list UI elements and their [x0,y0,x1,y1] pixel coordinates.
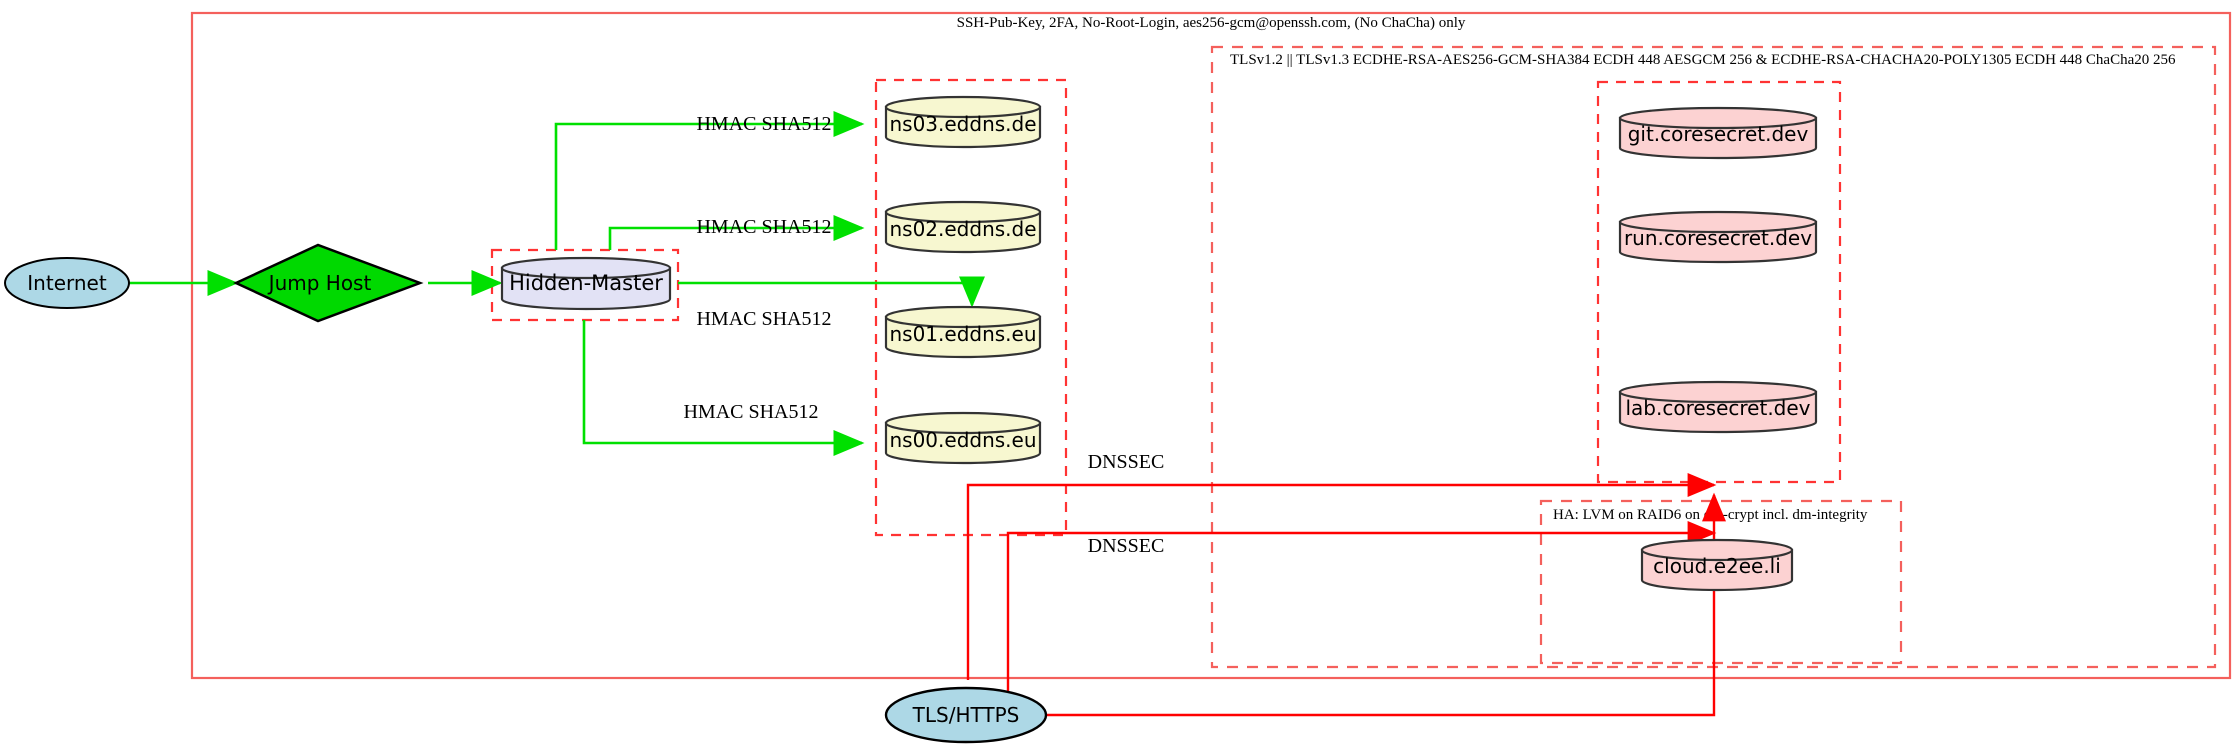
node-cloud-e2ee[interactable]: cloud.e2ee.li [1640,538,1794,592]
edge-label-hmac-ns03: HMAC SHA512 [696,113,831,135]
node-ns00[interactable]: ns00.eddns.eu [884,411,1042,465]
ns02-cylinder-top [884,200,1042,224]
jump-host-diamond-shape [233,243,424,323]
git-cylinder-body [1618,116,1818,160]
node-ns02[interactable]: ns02.eddns.de [884,200,1042,254]
ns01-cylinder-body [884,315,1042,359]
ns00-cylinder-body [884,421,1042,465]
git-cylinder-top [1618,106,1818,130]
node-hidden-master[interactable]: Hidden-Master [500,256,672,311]
cluster-ha-boundary-label: HA: LVM on RAID6 on dm-crypt incl. dm-in… [1553,507,1868,523]
edge-label-dnssec-upper: DNSSEC [1088,451,1165,473]
node-internet-label: Internet [27,271,107,295]
node-ns01-label: ns01.eddns.eu [889,322,1036,346]
node-run-coresecret[interactable]: run.coresecret.dev [1618,210,1818,264]
node-git-coresecret[interactable]: git.coresecret.dev [1618,106,1818,160]
edge-label-hmac-ns00: HMAC SHA512 [683,401,818,423]
ns01-cylinder-top [884,305,1042,329]
node-git-coresecret-label: git.coresecret.dev [1628,122,1809,146]
cluster-ssh-boundary: SSH-Pub-Key, 2FA, No-Root-Login, aes256-… [190,11,2232,680]
node-ns02-label: ns02.eddns.de [889,217,1036,241]
edge-tlshttps-to-boundary [1046,492,1726,717]
cluster-coresecret-group-box [1596,80,1842,484]
edge-label-dnssec-lower: DNSSEC [1088,535,1165,557]
run-cylinder-body [1618,220,1818,264]
edge-master-to-ns03: HMAC SHA512 [554,111,865,250]
node-ns01[interactable]: ns01.eddns.eu [884,305,1042,359]
cloud-cylinder-top [1640,538,1794,562]
node-lab-coresecret-label: lab.coresecret.dev [1625,396,1810,420]
edge-dnssec-upper: DNSSEC [966,451,1717,680]
node-ns03[interactable]: ns03.eddns.de [884,95,1042,149]
node-ns00-label: ns00.eddns.eu [889,428,1036,452]
node-internet[interactable]: Internet [4,257,130,309]
run-cylinder-top [1618,210,1818,234]
node-tls-https[interactable]: TLS/HTTPS [884,686,1048,744]
node-ns03-label: ns03.eddns.de [889,112,1036,136]
tls-https-ellipse-shape [884,686,1048,744]
lab-cylinder-body [1618,390,1818,434]
node-hidden-master-label: Hidden-Master [509,271,663,295]
edge-master-to-ns00: HMAC SHA512 [582,320,865,456]
edge-master-to-ns02: HMAC SHA512 [608,215,865,250]
edge-dnssec-lower: DNSSEC [1006,521,1717,715]
node-lab-coresecret[interactable]: lab.coresecret.dev [1618,380,1818,434]
hidden-master-cylinder-body [500,266,672,311]
node-cloud-e2ee-label: cloud.e2ee.li [1653,554,1781,578]
node-jump-host-label: Jump Host [267,271,372,295]
edge-label-hmac-ns02: HMAC SHA512 [696,216,831,238]
cloud-cylinder-body [1640,548,1794,592]
ns02-cylinder-body [884,210,1042,254]
cluster-dns-group-box [874,78,1068,537]
cluster-ssh-boundary-label: SSH-Pub-Key, 2FA, No-Root-Login, aes256-… [957,15,1466,31]
node-tls-https-label: TLS/HTTPS [912,703,1020,727]
cluster-tls-boundary-label: TLSv1.2 || TLSv1.3 ECDHE-RSA-AES256-GCM-… [1230,52,2176,68]
internet-ellipse-shape [4,257,130,309]
ns03-cylinder-body [884,105,1042,149]
node-run-coresecret-label: run.coresecret.dev [1624,226,1812,250]
ns00-cylinder-top [884,411,1042,435]
edge-master-to-ns01: HMAC SHA512 [678,276,985,330]
node-jump-host[interactable]: Jump Host [233,243,424,323]
edge-label-hmac-ns01: HMAC SHA512 [696,308,831,330]
ns03-cylinder-top [884,95,1042,119]
lab-cylinder-top [1618,380,1818,404]
hidden-master-cylinder-top [500,256,672,280]
